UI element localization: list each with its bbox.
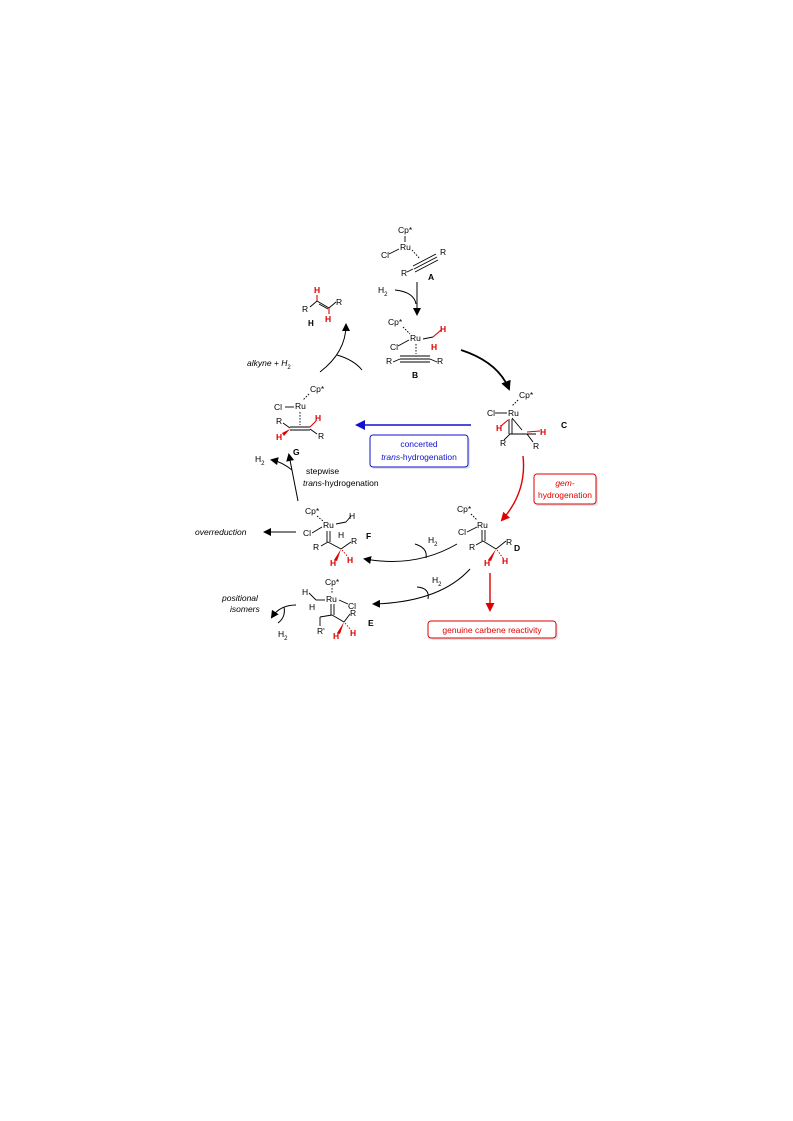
E-label: E [368, 618, 374, 628]
overreduction-label: overreduction [195, 527, 247, 537]
G-h2: H [315, 413, 321, 423]
positional-line2: isomers [230, 604, 261, 614]
F-ru: Ru [323, 520, 334, 530]
G-cp: Cp* [310, 384, 325, 394]
D-r2: R [506, 537, 512, 547]
F-h4: H [347, 555, 353, 565]
product-h1: H [314, 285, 320, 295]
F-r1: R [313, 542, 319, 552]
arrow-C-to-D-gem [500, 455, 525, 522]
alkyne-h2-label: alkyne + H2 [247, 358, 291, 371]
carbene-box: genuine carbene reactivity [427, 620, 558, 640]
E-r1: R [350, 608, 356, 618]
B-ru: Ru [410, 333, 421, 343]
E-h1: H [302, 587, 308, 597]
C-cp: Cp* [519, 390, 534, 400]
B-h2: H [431, 342, 437, 352]
arrow-D-to-E: H2 [372, 568, 471, 608]
product-r2: R [336, 297, 342, 307]
genuine-carbene-label: genuine carbene reactivity [442, 625, 542, 635]
h2-isomers-label: H2 [278, 629, 288, 642]
A-cl: Cl [381, 250, 389, 260]
arrow-A-to-B: H2 [378, 282, 421, 316]
C-h2: H [540, 427, 546, 437]
product-h-black: H [308, 319, 314, 328]
E-cp: Cp* [325, 577, 340, 587]
A-cp: Cp* [398, 225, 413, 235]
D-cl: Cl [458, 527, 466, 537]
C-ru: Ru [508, 408, 519, 418]
G-label: G [293, 447, 300, 457]
C-r1: R [500, 438, 506, 448]
E-h3: H [333, 631, 339, 641]
C-label: C [561, 420, 567, 430]
complex-D: Cp* Ru Cl R R H H D [457, 504, 520, 568]
stepwise-line1: stepwise [306, 466, 339, 476]
D-label: D [514, 543, 520, 553]
gem-line1: gem- [555, 478, 575, 488]
A-label: A [428, 272, 434, 282]
G-r2: R [318, 431, 324, 441]
arrow-D-to-F: H2 [363, 535, 458, 564]
D-cp: Cp* [457, 504, 472, 514]
B-r2: R [437, 356, 443, 366]
A-r2: R [401, 268, 407, 278]
G-cl: Cl [274, 402, 282, 412]
B-h1: H [440, 324, 446, 334]
G-r1: R [276, 416, 282, 426]
arrow-E-to-isomers: H2 [270, 604, 297, 642]
gem-box: gem- hydrogenation [533, 473, 598, 506]
F-h2: H [338, 530, 344, 540]
complex-C: Cp* Ru Cl H H R R C [487, 390, 567, 451]
complex-F: Cp* Ru Cl H H R R H H F [303, 506, 371, 568]
E-h4: H [350, 628, 356, 638]
F-r2: R [351, 536, 357, 546]
C-r2: R [533, 441, 539, 451]
gem-line2: hydrogenation [538, 490, 592, 500]
F-label: F [366, 531, 371, 541]
F-h3: H [330, 558, 336, 568]
A-ru: Ru [400, 242, 411, 252]
D-h2: H [502, 556, 508, 566]
complex-B: Cp* Ru Cl H H R R B [386, 317, 446, 380]
concerted-line1: concerted [400, 439, 438, 449]
E-ru: Ru [326, 594, 337, 604]
B-r1: R [386, 356, 392, 366]
complex-E: Cp* Ru Cl H H R' R H H E [302, 577, 374, 641]
complex-A: Cp* Ru Cl R R A [381, 225, 446, 282]
stepwise-line2: trans-hydrogenation [303, 478, 379, 488]
h2-E-label: H2 [432, 575, 442, 588]
E-h2: H [309, 602, 315, 612]
product-alkene: H R R H H [302, 285, 342, 328]
C-cl: Cl [487, 408, 495, 418]
arrow-B-to-C [460, 349, 511, 391]
arrow-G-to-product: alkyne + H2 [247, 323, 363, 373]
D-r1: R [469, 542, 475, 552]
arrow-F-to-G: H2 [255, 453, 299, 502]
concerted-line2: trans-hydrogenation [381, 452, 457, 462]
concerted-box: concerted trans-hydrogenation [369, 434, 470, 469]
D-h1: H [484, 558, 490, 568]
h2-release-G-label: H2 [255, 454, 265, 467]
A-r1: R [440, 247, 446, 257]
positional-line1: positional [221, 593, 259, 603]
B-cl: Cl [390, 342, 398, 352]
G-ru: Ru [295, 401, 306, 411]
F-cp: Cp* [305, 506, 320, 516]
B-cp: Cp* [388, 317, 403, 327]
h2-F-label: H2 [428, 535, 438, 548]
D-ru: Ru [477, 520, 488, 530]
G-h1: H [276, 432, 282, 442]
product-r1: R [302, 304, 308, 314]
h2-to-B-label: H2 [378, 285, 388, 298]
C-h1: H [496, 423, 502, 433]
F-cl: Cl [303, 528, 311, 538]
E-r2: R' [317, 626, 325, 636]
product-h2: H [325, 314, 331, 324]
B-label: B [412, 370, 418, 380]
E-cl: Cl [348, 601, 356, 611]
F-h1: H [349, 511, 355, 521]
complex-G: Cp* Ru Cl R H H R G [274, 384, 325, 457]
